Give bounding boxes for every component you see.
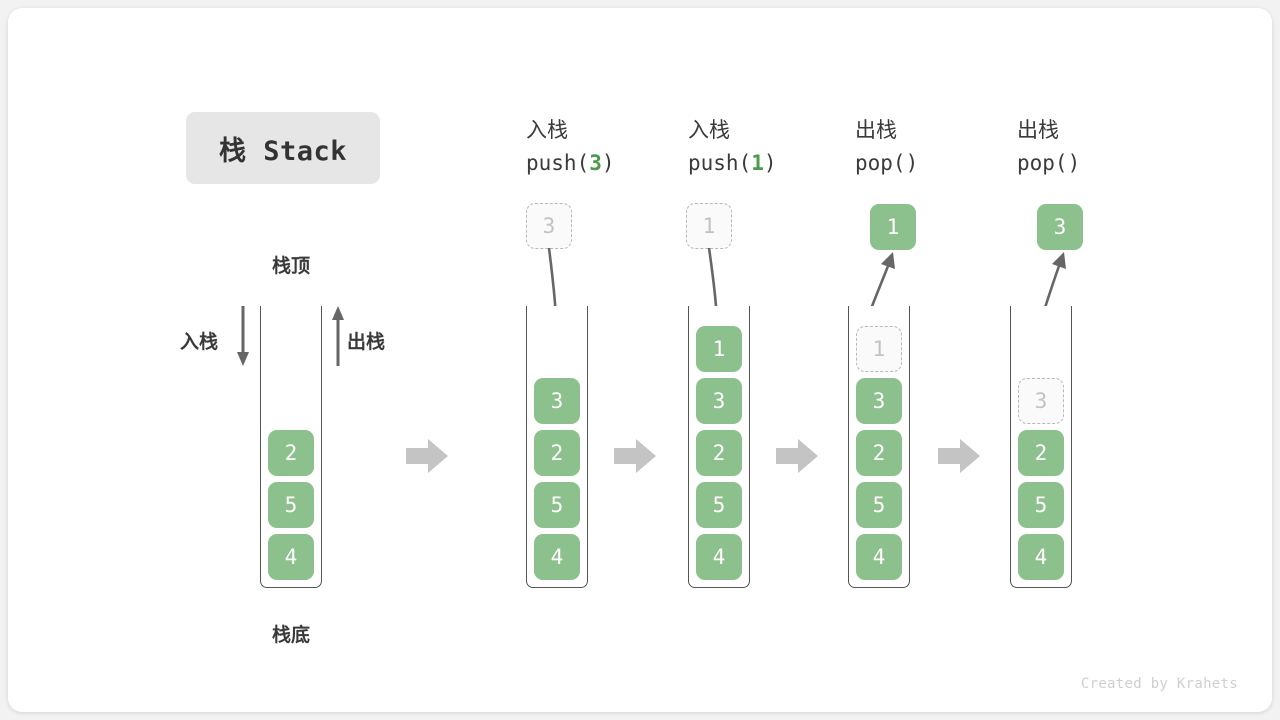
popped-element: 1 [870,204,916,250]
stack-cell: 4 [1018,534,1064,580]
stack-tube-push-3: 3 2 5 4 [526,306,588,588]
stack-cell: 2 [696,430,742,476]
code-arg: 3 [589,150,602,175]
column-header-pop-3: 出栈 pop() [1017,114,1080,179]
popped-element: 3 [1037,204,1083,250]
floating-element-ghost: 1 [686,203,732,249]
stack-top-label: 栈顶 [271,256,310,277]
column-header-cn: 出栈 [855,118,897,142]
code-prefix: push( [688,150,752,175]
column-header-pop-1: 出栈 pop() [855,114,918,179]
code-suffix: ) [1067,150,1081,175]
stack-cell: 4 [856,534,902,580]
stack-bottom-label: 栈底 [271,625,310,646]
push-direction-label: 入栈 [180,332,219,353]
code-prefix: push( [526,150,590,175]
stack-cell: 2 [1018,430,1064,476]
column-header-code: pop() [855,147,918,180]
pop-direction-label: 出栈 [347,332,386,353]
stack-cell: 3 [696,378,742,424]
push-direction-arrow-icon [237,306,249,366]
stack-cell: 4 [696,534,742,580]
column-header-cn: 出栈 [1017,118,1059,142]
floating-element-ghost: 3 [526,203,572,249]
page-title: 栈 Stack [186,112,380,184]
stack-cell: 5 [534,482,580,528]
sequence-arrow-icon [776,439,818,473]
stack-cell: 2 [268,430,314,476]
column-header-push-3: 入栈 push(3) [526,114,615,179]
sequence-arrow-icon [614,439,656,473]
code-suffix: ) [763,150,777,175]
stack-cell: 5 [1018,482,1064,528]
column-header-push-1: 入栈 push(1) [688,114,777,179]
column-header-cn: 入栈 [526,118,568,142]
stack-cell: 4 [268,534,314,580]
stack-cell: 2 [534,430,580,476]
code-prefix: pop( [1017,150,1068,175]
pop-direction-arrow-icon [332,306,344,366]
stack-cell: 3 [856,378,902,424]
stack-tube-pop-1: 1 3 2 5 4 [848,306,910,588]
stack-cell-ghost: 1 [856,326,902,372]
column-header-code: push(3) [526,147,615,180]
stack-cell: 5 [696,482,742,528]
column-header-code: push(1) [688,147,777,180]
stack-tube-initial: 2 5 4 [260,306,322,588]
stack-cell: 1 [696,326,742,372]
stack-cell: 3 [534,378,580,424]
stack-cell: 2 [856,430,902,476]
code-arg: 1 [751,150,764,175]
column-header-cn: 入栈 [688,118,730,142]
credit-text: Created by Krahets [1080,676,1238,692]
code-prefix: pop( [855,150,906,175]
code-suffix: ) [905,150,919,175]
code-suffix: ) [601,150,615,175]
stack-cell: 5 [856,482,902,528]
sequence-arrow-icon [938,439,980,473]
stack-tube-pop-3: 3 2 5 4 [1010,306,1072,588]
stack-cell: 4 [534,534,580,580]
stack-cell: 5 [268,482,314,528]
sequence-arrow-icon [406,439,448,473]
stack-cell-ghost: 3 [1018,378,1064,424]
column-header-code: pop() [1017,147,1080,180]
stack-tube-push-1: 1 3 2 5 4 [688,306,750,588]
diagram-canvas: 栈 Stack 栈顶 栈底 入栈 出栈 2 5 4 入栈 push(3) 3 3… [8,8,1272,712]
